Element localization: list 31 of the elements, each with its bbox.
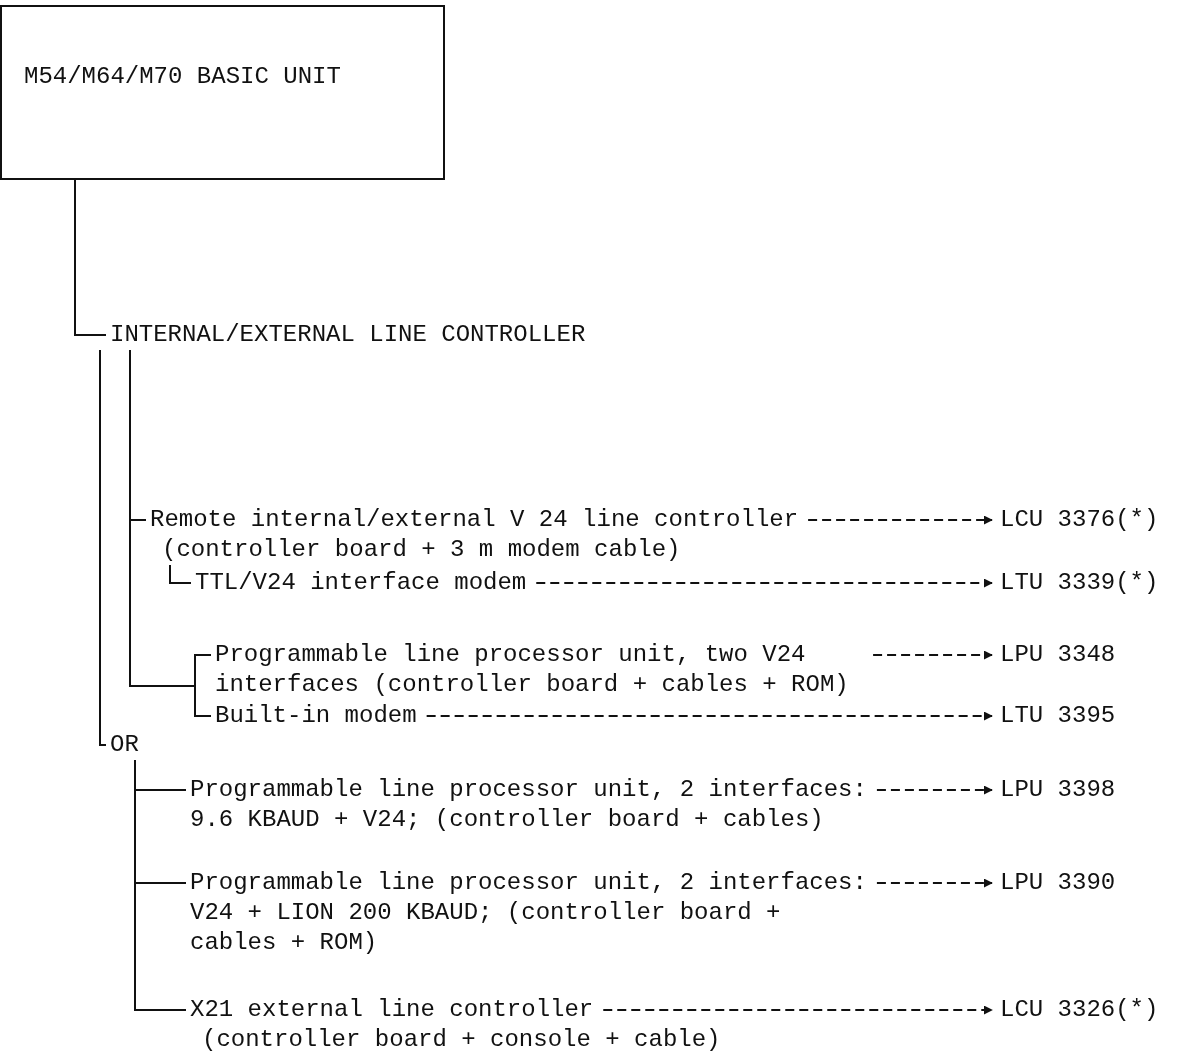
connector-line (74, 179, 107, 336)
component-label: Programmable line processor unit, two V24 interfaces (controller board + cables + ROM) (215, 640, 850, 700)
part-number: LPU 3398 (1000, 775, 1116, 805)
component-note: (controller board + console + cable) (202, 1025, 721, 1055)
part-number: LTU 3395 (1000, 701, 1116, 731)
component-label: Programmable line processor unit, 2 interfaces: V24 + LION 200 KBAUD; (controller board + cables + ROM) (190, 868, 867, 958)
component-label: Programmable line processor unit, 2 interfaces: 9.6 KBAUD + V24; (controller board + cables) (190, 775, 867, 835)
part-number: LCU 3376(*) (1000, 505, 1159, 535)
component-note: (controller board + 3 m modem cable) (162, 535, 681, 565)
arrow (535, 578, 993, 588)
component-label: INTERNAL/EXTERNAL LINE CONTROLLER (110, 320, 586, 350)
arrow (875, 878, 993, 888)
part-number: LPU 3348 (1000, 640, 1116, 670)
part-number: LTU 3339(*) (1000, 568, 1159, 598)
component-label: Remote internal/external V 24 line controller (150, 505, 799, 535)
component-label: TTL/V24 interface modem (195, 568, 527, 598)
part-number: LPU 3390 (1000, 868, 1116, 898)
arrow (872, 650, 993, 660)
connector-line (169, 564, 192, 584)
arrow (807, 515, 993, 525)
component-label: X21 external line controller (190, 995, 594, 1025)
part-number: LCU 3326(*) (1000, 995, 1159, 1025)
unit-label: M54/M64/M70 BASIC UNIT (24, 62, 341, 92)
connector-line (99, 349, 107, 746)
arrow (875, 785, 993, 795)
arrow (425, 711, 993, 721)
arrow (602, 1005, 993, 1015)
component-label: OR (110, 730, 139, 760)
connector-line (134, 759, 187, 1011)
component-label: Built-in modem (215, 701, 417, 731)
unit-box (0, 5, 445, 180)
